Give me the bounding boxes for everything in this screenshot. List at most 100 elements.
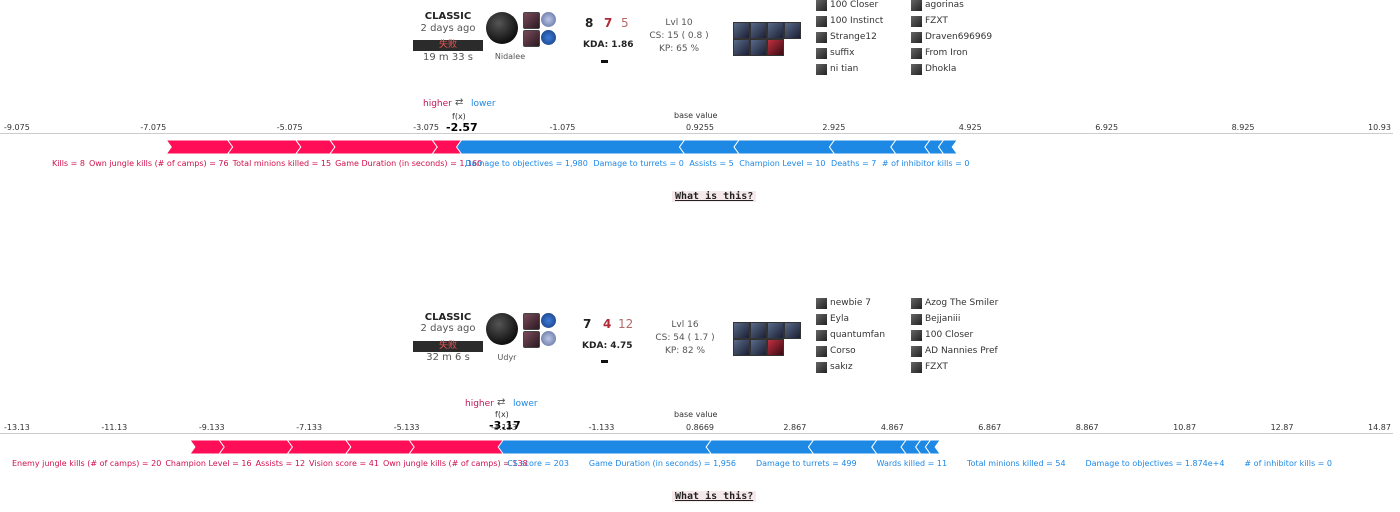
champion-portrait[interactable] bbox=[486, 12, 518, 44]
negative-feature-label: Damage to turrets = 0 bbox=[593, 159, 684, 168]
item-slot-icon[interactable] bbox=[767, 322, 784, 339]
champion-portrait[interactable] bbox=[486, 313, 518, 345]
player-entry[interactable]: FZXT bbox=[911, 13, 992, 29]
negative-force-segment bbox=[807, 439, 878, 455]
player-entry[interactable]: agorinas bbox=[911, 0, 992, 13]
player-entry[interactable]: Corso bbox=[816, 343, 885, 359]
axis-tick-label: 0.8669 bbox=[686, 423, 714, 432]
player-entry[interactable]: From Iron bbox=[911, 45, 992, 61]
match-card[interactable]: CLASSIC 2 days ago 失败 19 m 33 s Nidalee … bbox=[0, 0, 1400, 80]
axis-tick-label: -9.133 bbox=[198, 423, 225, 432]
negative-force-segment bbox=[705, 439, 815, 455]
item-slot-icon[interactable] bbox=[750, 339, 767, 356]
kill-participation: KP: 82 % bbox=[664, 346, 706, 356]
team-one-list: 100 Closer 100 Instinct Strange12 suffix… bbox=[816, 0, 883, 77]
player-avatar bbox=[816, 0, 827, 11]
negative-feature-label: Total minions killed = 54 bbox=[967, 459, 1066, 468]
player-entry[interactable]: AD Nannies Pref bbox=[911, 343, 998, 359]
kda-ratio: KDA: 4.75 bbox=[582, 341, 633, 351]
item-slot-icon[interactable] bbox=[750, 22, 767, 39]
player-avatar bbox=[911, 0, 922, 11]
item-slot-icon[interactable] bbox=[750, 322, 767, 339]
item-slot-icon[interactable] bbox=[733, 339, 750, 356]
axis-tick-label: -3.075 bbox=[413, 123, 439, 132]
negative-force-segment bbox=[828, 139, 897, 155]
player-name: agorinas bbox=[925, 0, 964, 10]
what-is-this-link[interactable]: What is this? bbox=[672, 191, 757, 202]
positive-feature-label: Champion Level = 16 bbox=[165, 459, 252, 468]
negative-force-segment bbox=[678, 139, 741, 155]
item-slot-icon[interactable] bbox=[750, 39, 767, 56]
player-entry[interactable]: FZXT bbox=[911, 359, 998, 375]
axis-tick-label: -7.133 bbox=[296, 423, 323, 432]
team-two-list: agorinas FZXT Draven696969 From Iron Dho… bbox=[911, 0, 992, 77]
match-panel-2: CLASSIC 2 days ago 失败 32 m 6 s Udyr 7 4 … bbox=[0, 256, 1400, 512]
base-value-label: base value bbox=[674, 111, 718, 120]
axis-tick-label: -7.075 bbox=[140, 123, 167, 132]
negative-feature-label: Damage to turrets = 499 bbox=[755, 459, 857, 468]
assists-count: 12 bbox=[618, 317, 634, 331]
player-entry[interactable]: Eyla bbox=[816, 311, 885, 327]
force-plot bbox=[165, 139, 959, 155]
player-entry[interactable]: Dhokla bbox=[911, 61, 992, 77]
negative-feature-label: Wards killed = 11 bbox=[876, 459, 948, 468]
keystone-rune-icon bbox=[541, 313, 556, 328]
negative-feature-label: Game Duration (in seconds) = 1,956 bbox=[588, 459, 737, 468]
player-entry[interactable]: Bejjaniii bbox=[911, 311, 998, 327]
axis-tick-label: 10.93 bbox=[1368, 123, 1391, 132]
item-slot-icon[interactable] bbox=[767, 339, 784, 356]
player-name: suffix bbox=[830, 48, 855, 58]
item-slot-icon[interactable] bbox=[733, 39, 750, 56]
player-entry[interactable]: 100 Instinct bbox=[816, 13, 883, 29]
player-name: sakız bbox=[830, 362, 853, 372]
item-slot-icon[interactable] bbox=[733, 22, 750, 39]
item-slot-icon[interactable] bbox=[784, 22, 801, 39]
player-avatar bbox=[911, 47, 922, 59]
player-entry[interactable]: suffix bbox=[816, 45, 883, 61]
player-avatar bbox=[911, 297, 922, 309]
secondary-rune-icon bbox=[541, 331, 556, 346]
match-card[interactable]: CLASSIC 2 days ago 失败 32 m 6 s Udyr 7 4 … bbox=[0, 256, 1400, 373]
swap-arrows-icon: ⇄ bbox=[455, 97, 464, 108]
player-avatar bbox=[816, 345, 827, 357]
axis-tick-label: 2.867 bbox=[783, 423, 807, 432]
player-entry[interactable]: ni tian bbox=[816, 61, 883, 77]
negative-force-segment bbox=[924, 439, 942, 455]
game-result-badge: 失败 bbox=[413, 40, 483, 51]
player-entry[interactable]: Strange12 bbox=[816, 29, 883, 45]
axis-tick-label: 8.867 bbox=[1075, 423, 1099, 432]
negative-feature-label: Deaths = 7 bbox=[831, 159, 877, 168]
player-name: Eyla bbox=[830, 314, 850, 324]
secondary-rune-icon bbox=[541, 30, 556, 45]
what-is-this-link[interactable]: What is this? bbox=[672, 491, 757, 502]
item-slot-icon[interactable] bbox=[784, 322, 801, 339]
axis-tick-label: 0.9255 bbox=[686, 123, 714, 132]
fx-label: f(x) bbox=[495, 410, 509, 419]
player-entry[interactable]: Draven696969 bbox=[911, 29, 992, 45]
axis-tick-label: -11.13 bbox=[101, 423, 128, 432]
player-entry[interactable]: quantumfan bbox=[816, 327, 885, 343]
positive-force-segment bbox=[328, 139, 438, 155]
positive-force-segment bbox=[294, 139, 336, 155]
negative-force-segment bbox=[937, 139, 959, 155]
assists-count: 5 bbox=[621, 16, 629, 30]
fx-label: f(x) bbox=[452, 112, 466, 121]
fx-value: -2.57 bbox=[446, 121, 478, 134]
item-slot-icon[interactable] bbox=[767, 39, 784, 56]
player-entry[interactable]: sakız bbox=[816, 359, 885, 375]
legend-lower: lower bbox=[471, 99, 496, 109]
player-entry[interactable]: 100 Closer bbox=[911, 327, 998, 343]
item-slot-icon[interactable] bbox=[733, 322, 750, 339]
player-avatar bbox=[911, 31, 922, 43]
player-entry[interactable]: newbie 7 bbox=[816, 295, 885, 311]
player-entry[interactable]: Azog The Smiler bbox=[911, 295, 998, 311]
item-slot-icon[interactable] bbox=[767, 22, 784, 39]
player-entry[interactable]: 100 Closer bbox=[816, 0, 883, 13]
player-avatar bbox=[911, 361, 922, 373]
summoner-spell-icon bbox=[523, 313, 540, 330]
player-name: Strange12 bbox=[830, 32, 877, 42]
axis-tick-label: 6.925 bbox=[1095, 123, 1119, 132]
axis-tick-label: -3.133 bbox=[491, 423, 517, 432]
axis-tick-label: -5.075 bbox=[276, 123, 303, 132]
